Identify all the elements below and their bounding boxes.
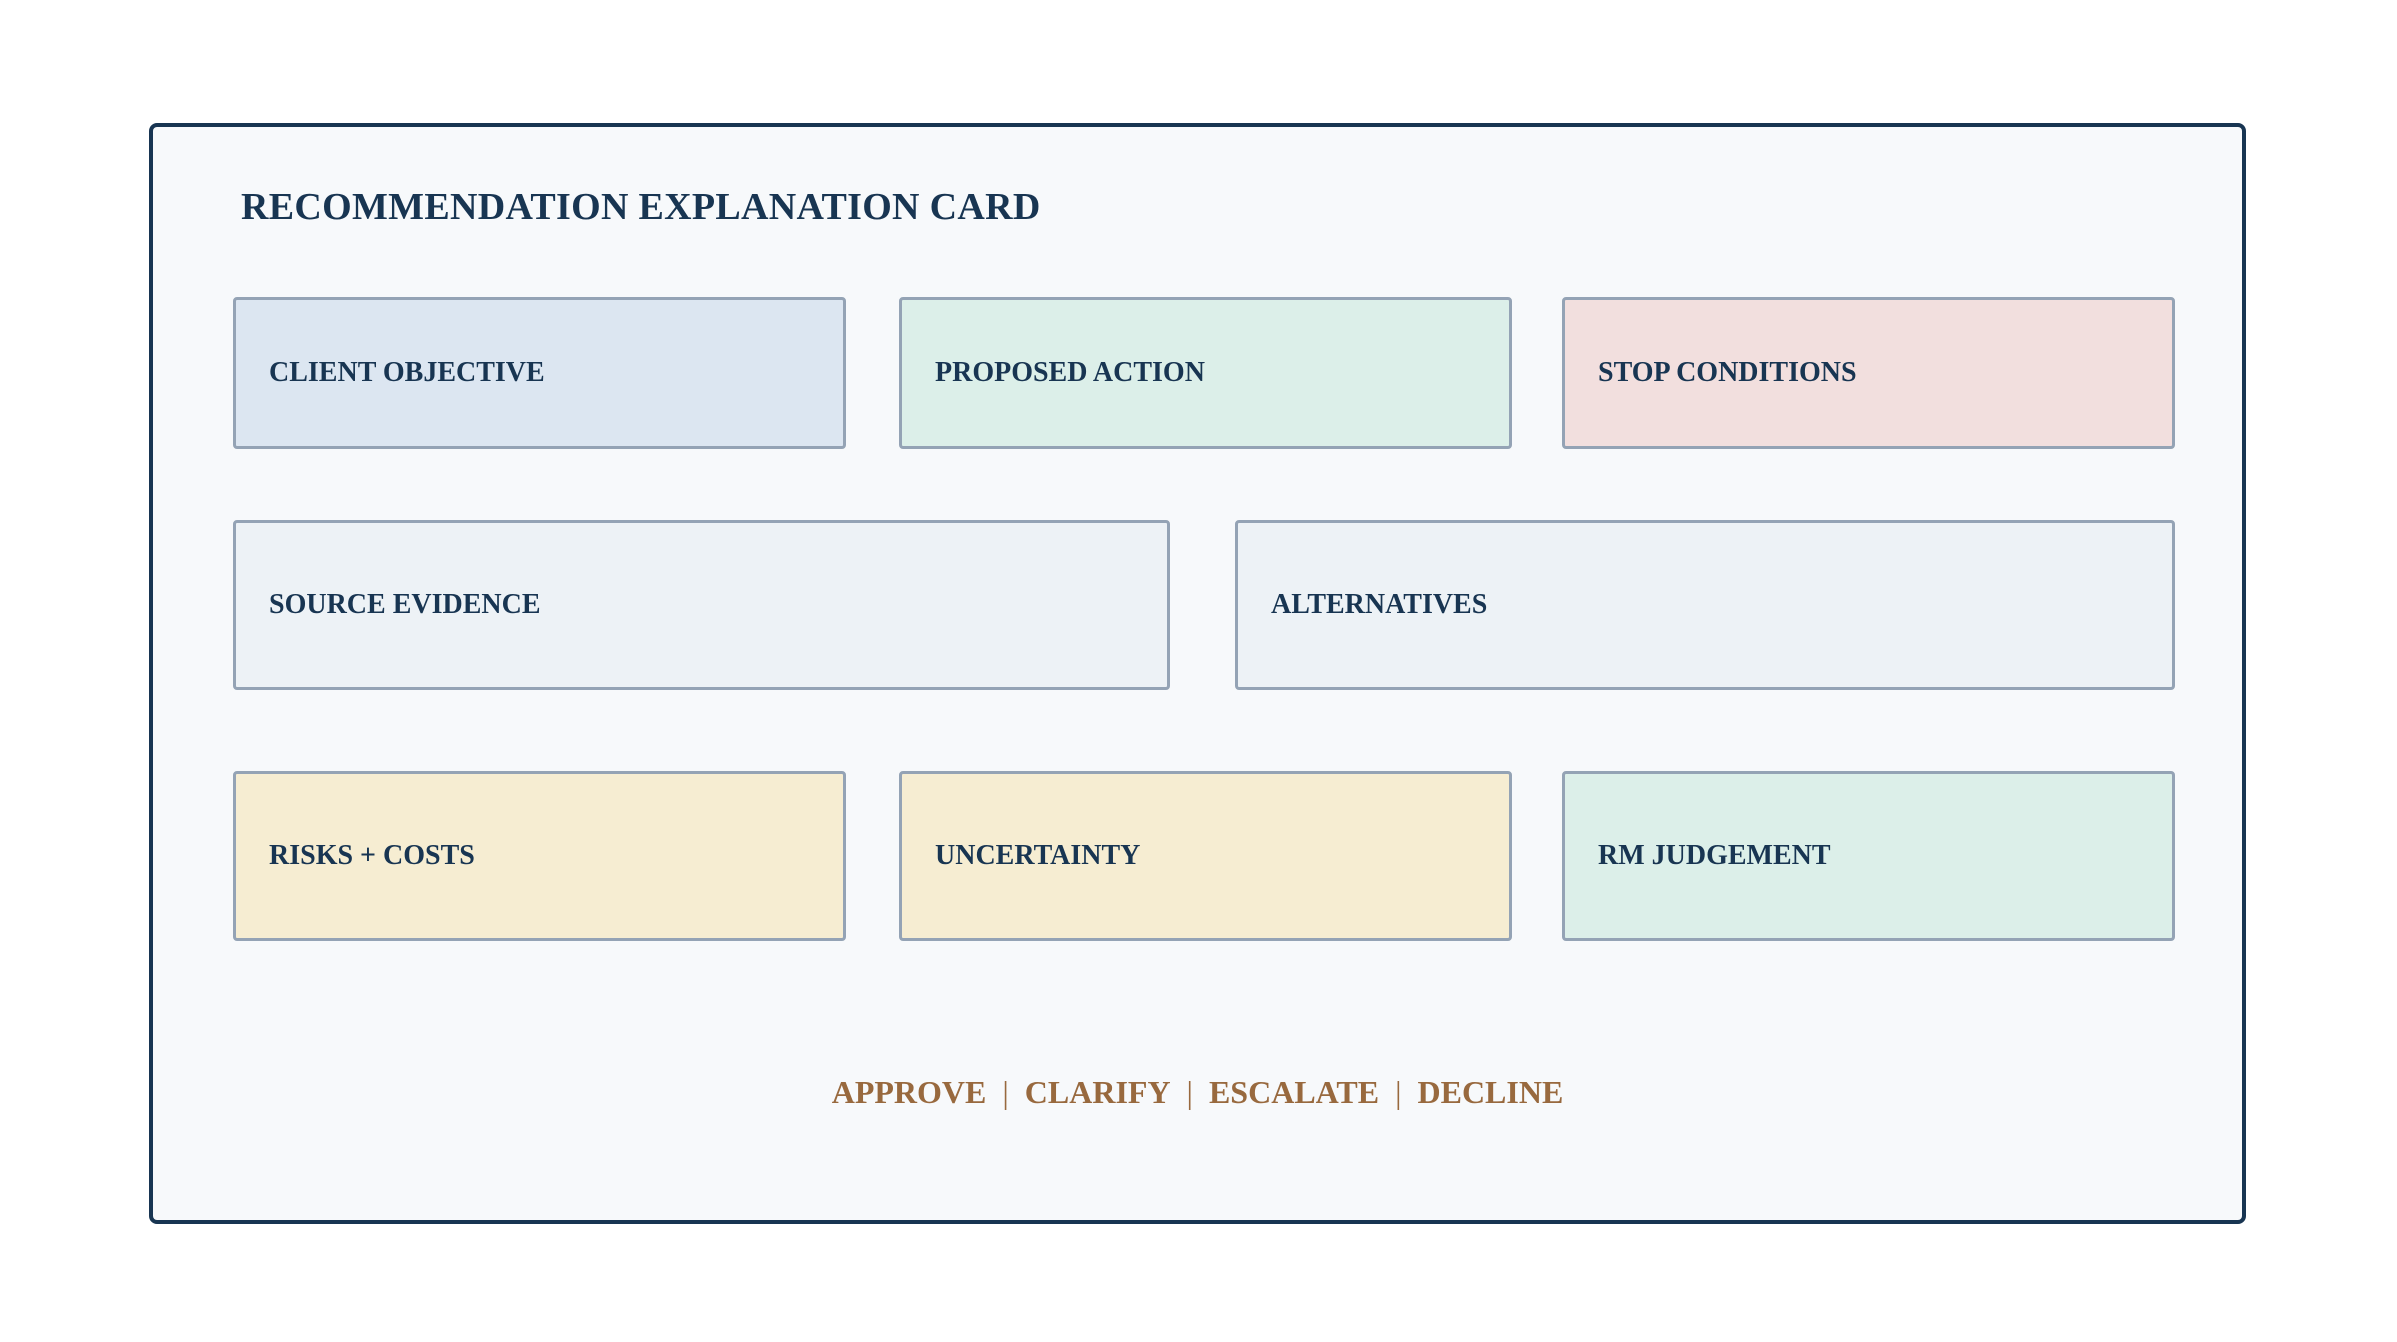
proposed-action-box: PROPOSED ACTION bbox=[899, 297, 1512, 449]
approve-option[interactable]: APPROVE bbox=[831, 1074, 987, 1110]
alternatives-box: ALTERNATIVES bbox=[1235, 520, 2175, 690]
risks-costs-box: RISKS + COSTS bbox=[233, 771, 846, 941]
stop-conditions-label: STOP CONDITIONS bbox=[1598, 357, 1857, 388]
alternatives-label: ALTERNATIVES bbox=[1271, 589, 1488, 620]
decision-options: APPROVE | CLARIFY | ESCALATE | DECLINE bbox=[153, 1074, 2242, 1111]
stop-conditions-box: STOP CONDITIONS bbox=[1562, 297, 2175, 449]
recommendation-card: RECOMMENDATION EXPLANATION CARD CLIENT O… bbox=[149, 123, 2246, 1224]
proposed-action-label: PROPOSED ACTION bbox=[935, 357, 1205, 388]
rm-judgement-box: RM JUDGEMENT bbox=[1562, 771, 2175, 941]
escalate-option[interactable]: ESCALATE bbox=[1208, 1074, 1380, 1110]
separator: | bbox=[1002, 1074, 1009, 1110]
source-evidence-label: SOURCE EVIDENCE bbox=[269, 589, 541, 620]
risks-costs-label: RISKS + COSTS bbox=[269, 840, 475, 871]
client-objective-box: CLIENT OBJECTIVE bbox=[233, 297, 846, 449]
decline-option[interactable]: DECLINE bbox=[1417, 1074, 1564, 1110]
card-title: RECOMMENDATION EXPLANATION CARD bbox=[241, 186, 1041, 228]
rm-judgement-label: RM JUDGEMENT bbox=[1598, 840, 1831, 871]
uncertainty-box: UNCERTAINTY bbox=[899, 771, 1512, 941]
separator: | bbox=[1395, 1074, 1402, 1110]
client-objective-label: CLIENT OBJECTIVE bbox=[269, 357, 545, 388]
source-evidence-box: SOURCE EVIDENCE bbox=[233, 520, 1170, 690]
clarify-option[interactable]: CLARIFY bbox=[1024, 1074, 1171, 1110]
uncertainty-label: UNCERTAINTY bbox=[935, 840, 1141, 871]
separator: | bbox=[1186, 1074, 1193, 1110]
